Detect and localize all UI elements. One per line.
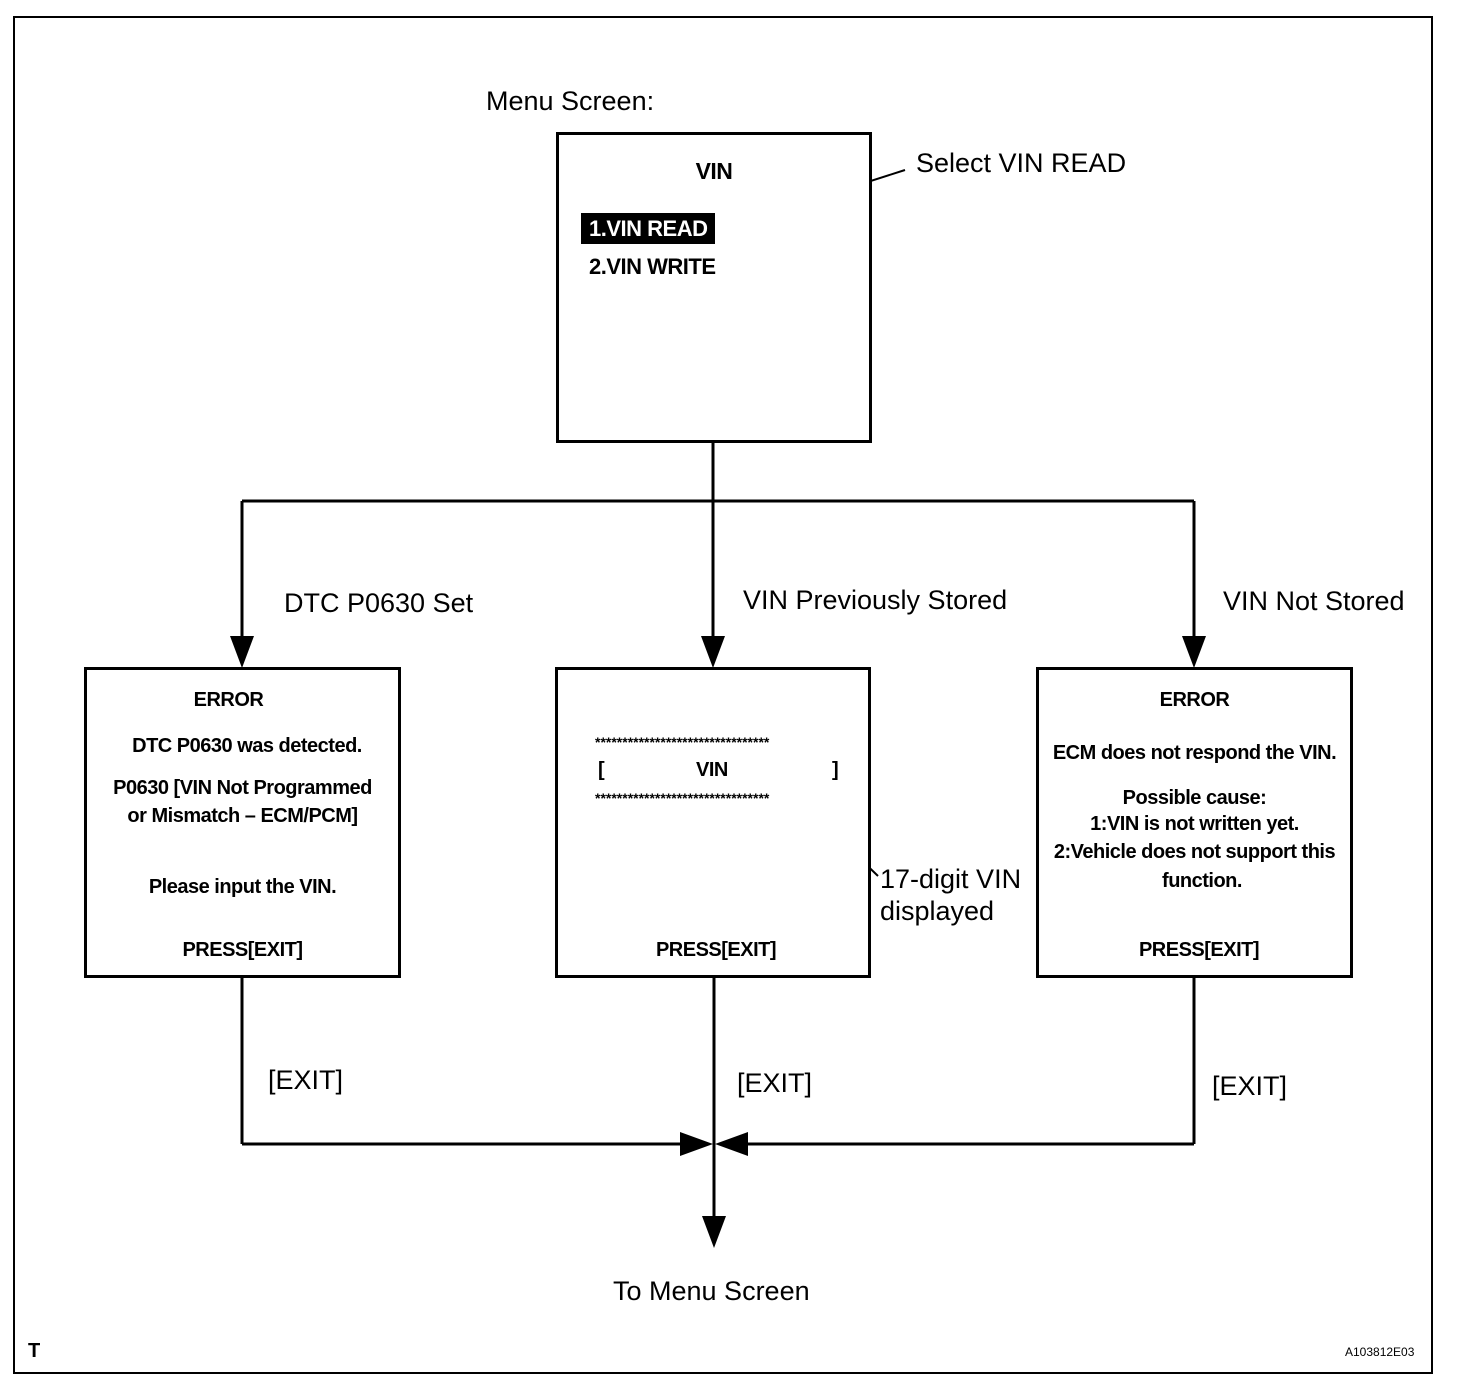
error-line-cause-2b: function.	[1162, 870, 1242, 892]
menu-screen-title: VIN	[695, 158, 733, 184]
error-line-cause-1: 1:VIN is not written yet.	[1090, 813, 1299, 835]
exit-label-mid: [EXIT]	[737, 1068, 813, 1098]
stars-top: ********************************	[595, 734, 770, 750]
error-line-mismatch: or Mismatch – ECM/PCM]	[127, 805, 358, 827]
press-exit-text: PRESS[EXIT]	[182, 939, 303, 961]
vin-display-screen: ******************************** [ VIN ]…	[555, 667, 871, 978]
stars-bottom: ********************************	[595, 790, 770, 806]
corner-mark: T	[28, 1340, 41, 1362]
press-exit-text: PRESS[EXIT]	[655, 939, 777, 961]
vin-display-callout-2: displayed	[880, 896, 995, 926]
error-title: ERROR	[1159, 689, 1230, 711]
arrowhead-join-left	[680, 1132, 713, 1156]
error-line-no-response: ECM does not respond the VIN.	[1052, 742, 1337, 764]
error-line-possible-cause: Possible cause:	[1122, 787, 1267, 809]
arrowhead-right	[1182, 636, 1206, 668]
figure-code: A103812E03	[1345, 1345, 1415, 1359]
menu-item-vin-read[interactable]: 1.VIN READ	[581, 213, 716, 244]
branch-label-dtc-set: DTC P0630 Set	[284, 588, 474, 618]
bracket-left: [	[598, 759, 605, 781]
vin-display-callout-1: 17-digit VIN	[880, 864, 1022, 894]
error-line-input: Please input the VIN.	[148, 876, 337, 898]
figure-frame	[13, 16, 1433, 1374]
menu-screen-label: Menu Screen:	[486, 86, 655, 116]
error-line-cause-2: 2:Vehicle does not support this	[1053, 841, 1336, 863]
to-menu-screen-label: To Menu Screen	[613, 1276, 810, 1306]
branch-label-vin-stored: VIN Previously Stored	[743, 585, 1008, 615]
error-screen-not-stored: ERROR ECM does not respond the VIN. Poss…	[1036, 667, 1353, 978]
bracket-right: ]	[832, 759, 839, 781]
branch-label-vin-not-stored: VIN Not Stored	[1223, 586, 1405, 616]
arrowhead-join-right	[715, 1132, 748, 1156]
error-screen-dtc: ERROR DTC P0630 was detected. P0630 [VIN…	[84, 667, 401, 978]
exit-label-left: [EXIT]	[268, 1065, 344, 1095]
error-line-code: P0630 [VIN Not Programmed	[113, 777, 372, 799]
menu-item-vin-write[interactable]: 2.VIN WRITE	[589, 254, 716, 279]
arrowhead-mid	[701, 636, 725, 668]
press-exit-text: PRESS[EXIT]	[1138, 939, 1260, 961]
arrowhead-to-menu	[702, 1216, 726, 1248]
arrowhead-left	[230, 636, 254, 668]
vin-value: VIN	[696, 759, 728, 781]
error-line-detected: DTC P0630 was detected.	[132, 735, 362, 757]
exit-label-right: [EXIT]	[1212, 1071, 1288, 1101]
menu-screen-box: VIN 1.VIN READ 2.VIN WRITE	[556, 132, 872, 443]
select-vin-read-callout: Select VIN READ	[916, 148, 1127, 178]
error-title: ERROR	[193, 689, 264, 711]
